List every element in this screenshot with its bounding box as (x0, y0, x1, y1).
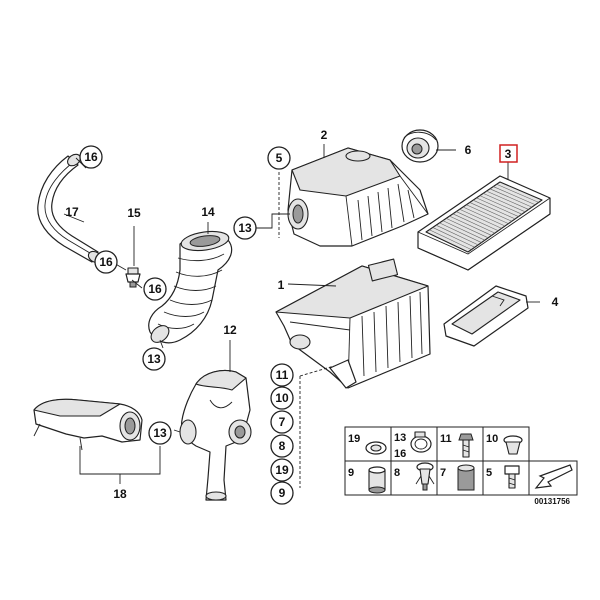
svg-text:18: 18 (113, 487, 127, 501)
callout-3: 3 (499, 144, 518, 163)
legend-label-11: 11 (440, 433, 452, 445)
callout-10: 10 (270, 386, 294, 410)
air-filter-part-3 (417, 175, 551, 271)
svg-text:11: 11 (276, 368, 289, 382)
callout-16: 16 (94, 250, 118, 274)
hose-clamp-thumbnail (410, 431, 432, 453)
airbox-lid-part-2 (287, 147, 429, 247)
svg-text:12: 12 (223, 323, 237, 337)
hose-part-17 (37, 153, 103, 264)
svg-text:1: 1 (278, 278, 285, 292)
leader-lines (63, 144, 540, 488)
arrow-box (528, 460, 578, 496)
callout-13: 13 (233, 216, 257, 240)
airbox-lower-part-1 (275, 258, 431, 389)
legend-label-16: 16 (394, 448, 406, 460)
svg-text:16: 16 (99, 255, 113, 269)
callout-17: 17 (65, 205, 79, 219)
legend-label-9: 9 (348, 467, 354, 479)
svg-text:17: 17 (65, 205, 79, 219)
svg-text:19: 19 (275, 463, 289, 477)
legend-label-5: 5 (486, 467, 492, 479)
svg-text:3: 3 (505, 147, 512, 161)
svg-text:5: 5 (276, 151, 283, 165)
hex-bolt-thumbnail (458, 433, 474, 458)
svg-text:14: 14 (201, 205, 215, 219)
svg-text:6: 6 (465, 143, 472, 157)
svg-text:8: 8 (279, 439, 286, 453)
svg-text:16: 16 (148, 282, 162, 296)
image-number: 00131756 (534, 497, 570, 506)
callouts: 16 17 15 16 16 14 13 2 5 13 6 3 1 4 12 1… (65, 128, 559, 505)
resonator-part-12 (179, 369, 252, 501)
callout-12: 12 (223, 323, 237, 337)
bolt-part-15 (125, 267, 141, 288)
callout-15: 15 (127, 206, 141, 220)
svg-text:13: 13 (153, 426, 167, 440)
washer-thumbnail (365, 441, 387, 455)
legend-label-8: 8 (394, 467, 400, 479)
callout-19: 19 (270, 458, 294, 482)
svg-text:9: 9 (279, 486, 286, 500)
svg-text:4: 4 (552, 295, 559, 309)
svg-text:10: 10 (275, 391, 289, 405)
callout-13: 13 (142, 347, 166, 371)
callout-13: 13 (148, 421, 172, 445)
callout-1: 1 (278, 278, 285, 292)
callout-9: 9 (270, 481, 294, 505)
legend-label-13: 13 (394, 432, 406, 444)
intake-bellows-part-14 (148, 230, 233, 344)
screw-thumbnail (504, 465, 520, 489)
callout-14: 14 (201, 205, 215, 219)
callout-6: 6 (465, 143, 472, 157)
callout-7: 7 (270, 410, 294, 434)
svg-text:2: 2 (321, 128, 328, 142)
svg-text:15: 15 (127, 206, 141, 220)
callout-4: 4 (552, 295, 559, 309)
clip-nut-thumbnail (503, 435, 523, 455)
legend-label-7: 7 (440, 467, 446, 479)
legend-label-10: 10 (486, 433, 498, 445)
rubber-mount-thumbnail (368, 466, 386, 494)
intake-duct-part-18 (33, 398, 143, 451)
legend-label-19: 19 (348, 433, 360, 445)
parts-legend: 19 13 16 11 10 9 8 7 5 (344, 426, 530, 496)
svg-text:7: 7 (279, 415, 286, 429)
callout-8: 8 (270, 434, 294, 458)
svg-text:13: 13 (238, 221, 252, 235)
grommet-part-6 (401, 129, 439, 163)
push-rivet-thumbnail (415, 462, 435, 491)
callout-18: 18 (113, 487, 127, 501)
callout-16: 16 (79, 145, 103, 169)
callout-5: 5 (267, 146, 291, 170)
svg-text:16: 16 (84, 150, 98, 164)
grommet-thumbnail (457, 464, 475, 491)
cover-part-4 (443, 285, 529, 347)
svg-text:13: 13 (147, 352, 161, 366)
callout-2: 2 (321, 128, 328, 142)
callout-11: 11 (270, 363, 294, 387)
callout-16: 16 (143, 277, 167, 301)
